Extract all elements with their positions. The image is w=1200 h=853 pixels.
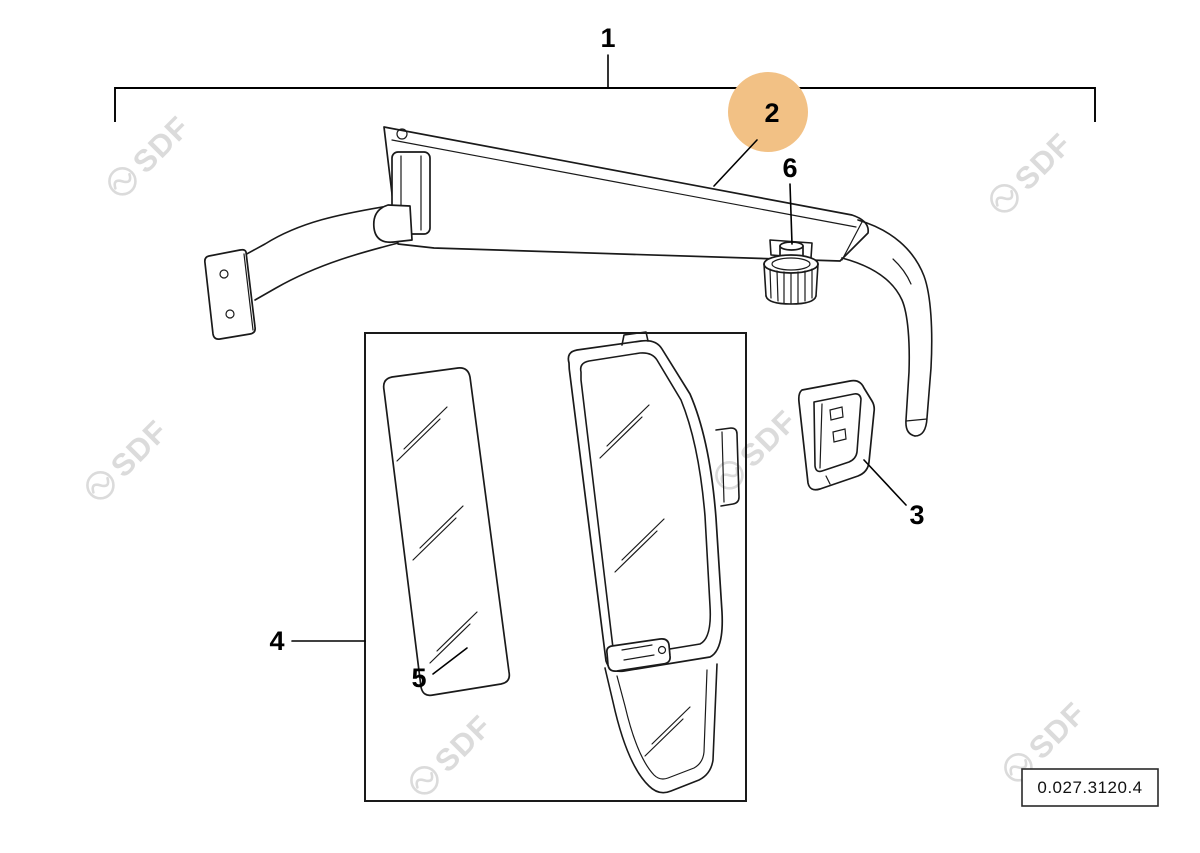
callout-6: 6 [782,153,798,245]
watermark: SDF [108,109,197,196]
support-arm-upper-edge [242,205,389,257]
part-number: 0.027.3120.4 [1037,778,1142,797]
watermark-text: SDF [733,403,804,474]
callout-2: 2 [713,72,808,187]
adjustment-knob [763,241,819,305]
watermark-text: SDF [1008,126,1079,197]
callout-2-label: 2 [764,98,779,128]
housing-side-tab [715,427,740,507]
mirror-glass [382,367,511,697]
callout-3-label: 3 [909,500,924,530]
connector [797,379,876,491]
part-number-box: 0.027.3120.4 [1021,768,1159,807]
mirror-arm-assembly [203,126,933,437]
callout-4-label: 4 [269,626,284,656]
arm-pivot [372,151,431,244]
watermark-text: SDF [126,109,197,180]
callout-4: 4 [269,626,366,656]
watermark-text: SDF [1022,695,1093,766]
callout-3: 3 [863,459,925,530]
callout-2-highlight [728,72,808,152]
mounting-plate [203,248,256,340]
watermark-text: SDF [428,708,499,779]
housing-reflection-hatching [599,404,665,573]
knob-knurling [769,268,813,305]
arm-tube [841,219,933,437]
mirror-housing [567,331,740,794]
callout-1-label: 1 [600,23,615,53]
callout-1: 1 [114,23,1096,122]
mirror-kit-box [364,332,747,802]
glass-reflection-hatching [396,406,478,664]
housing-latch [606,638,671,672]
callout-5-label: 5 [411,663,426,693]
callout-6-label: 6 [782,153,797,183]
watermark: SDF [990,126,1079,213]
housing-top-tab [621,331,649,346]
watermark: SDF [410,708,499,795]
watermark-text: SDF [104,413,175,484]
support-arm-lower-edge [254,239,411,301]
housing-lower-section [604,663,718,794]
mirror-arm [383,126,870,262]
watermark: SDF [86,413,175,500]
callout-5: 5 [411,647,468,693]
callouts: 1 2 6 3 4 5 [114,23,1096,693]
